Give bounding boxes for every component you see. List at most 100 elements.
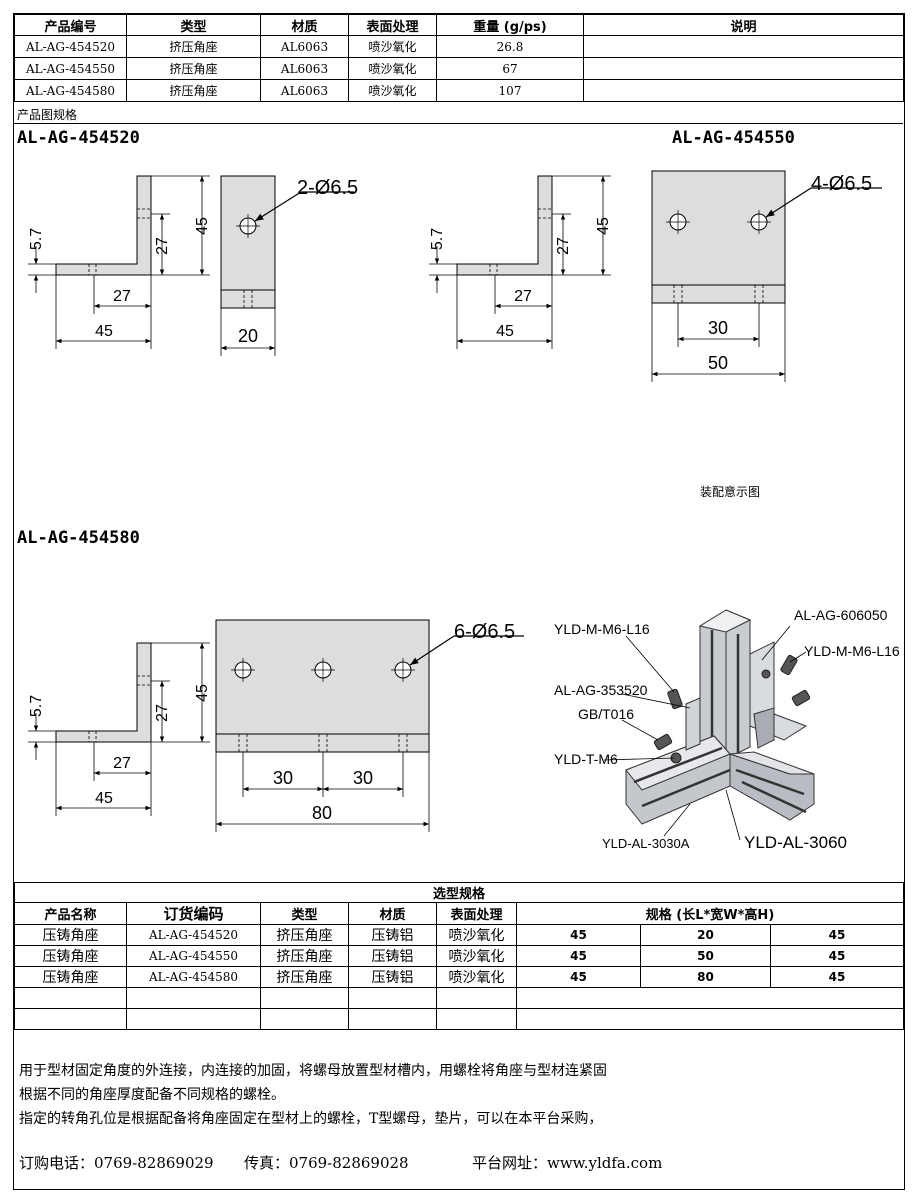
dim-thickness: 5.7 — [429, 228, 446, 250]
drawing-title-454550: AL-AG-454550 — [672, 128, 795, 148]
cell-length: 45 — [516, 966, 641, 988]
dimension-lines — [28, 642, 210, 816]
label-tnut: YLD-T-M6 — [554, 751, 618, 767]
cell-code: AL-AG-454580 — [126, 966, 261, 988]
dim-hole-spacing: 30 — [708, 318, 728, 338]
cell-description — [583, 79, 904, 102]
dim-hole-height: 27 — [154, 237, 171, 255]
dim-height: 45 — [194, 217, 211, 235]
header-type: 类型 — [260, 902, 349, 925]
header-weight: 重量 (g/ps) — [436, 14, 584, 36]
table-row: 压铸角座 AL-AG-454580 挤压角座 压铸铝 喷沙氧化 45 80 45 — [14, 966, 905, 988]
cell-name: 压铸角座 — [14, 966, 127, 988]
dim-hole-spacing-1: 30 — [273, 768, 293, 788]
cell-surface: 喷沙氧化 — [348, 35, 437, 58]
label-bracket-top: AL-AG-606050 — [794, 607, 888, 623]
drawing-454520: 5.7 27 45 27 45 2-Ø6.5 — [28, 175, 358, 356]
table-row: AL-AG-454580 挤压角座 AL6063 喷沙氧化 107 — [14, 79, 904, 102]
label-profile-b: YLD-AL-3060 — [744, 833, 847, 852]
selection-table: 选型规格 产品名称 订货编码 类型 材质 表面处理 规格 (长L*宽W*高H) … — [13, 882, 905, 1030]
cell-material: 压铸铝 — [348, 966, 437, 988]
side-profile — [55, 175, 152, 276]
drawing-454550: 5.7 27 45 27 45 — [429, 170, 882, 382]
front-view: 6-Ø6.5 30 30 80 — [215, 619, 524, 832]
dim-hole-offset: 27 — [113, 288, 131, 305]
table-row-empty — [14, 1008, 905, 1030]
label-bolt-right: YLD-M-M6-L16 — [804, 643, 900, 659]
cell-surface: 喷沙氧化 — [436, 924, 517, 946]
dim-hole-offset: 27 — [113, 755, 131, 772]
note-purchase: 指定的转角孔位是根据配备将角座固定在型材上的螺栓，T型螺母，垫片，可以在本平台采… — [19, 1111, 603, 1127]
assembly-caption: 装配意示图 — [700, 484, 760, 499]
header-material: 材质 — [348, 902, 437, 925]
cell-weight: 107 — [436, 79, 584, 102]
cell-width: 80 — [640, 966, 771, 988]
dim-width: 80 — [312, 803, 332, 823]
cell-height: 45 — [769, 966, 905, 988]
cell-length: 45 — [516, 945, 641, 967]
contact-fax: 传真：0769-82869028 — [244, 1154, 409, 1172]
spec-sheet: 产品编号 类型 材质 表面处理 重量 (g/ps) 说明 AL-AG-45452… — [13, 13, 905, 1190]
cell-surface: 喷沙氧化 — [348, 79, 437, 102]
dim-hole-spacing-2: 30 — [353, 768, 373, 788]
cell-width: 20 — [640, 924, 771, 946]
cell-surface: 喷沙氧化 — [436, 966, 517, 988]
cell-length: 45 — [516, 924, 641, 946]
dim-width: 20 — [238, 326, 258, 346]
cell-name: 压铸角座 — [14, 924, 127, 946]
dim-thickness: 5.7 — [28, 228, 45, 250]
aluminium-profiles — [625, 609, 815, 825]
dim-hole-height: 27 — [555, 237, 572, 255]
cell-surface: 喷沙氧化 — [436, 945, 517, 967]
front-view: 4-Ø6.5 30 50 — [651, 170, 882, 382]
front-view: 2-Ø6.5 20 — [220, 175, 358, 356]
dim-length: 45 — [95, 790, 113, 807]
cell-name: 压铸角座 — [14, 945, 127, 967]
table-row: AL-AG-454520 挤压角座 AL6063 喷沙氧化 26.8 — [14, 35, 904, 58]
label-washer: GB/T016 — [578, 706, 634, 722]
table-row: AL-AG-454550 挤压角座 AL6063 喷沙氧化 67 — [14, 57, 904, 80]
cell-code: AL-AG-454520 — [126, 924, 261, 946]
header-order-code: 订货编码 — [126, 902, 261, 925]
dimension-lines — [429, 175, 611, 349]
hole-centerlines — [88, 208, 151, 275]
header-size: 规格 (长L*宽W*高H) — [515, 902, 905, 925]
cell-material: 压铸铝 — [348, 924, 437, 946]
label-bolt-left: YLD-M-M6-L16 — [554, 621, 650, 637]
table-row: 压铸角座 AL-AG-454520 挤压角座 压铸铝 喷沙氧化 45 20 45 — [14, 924, 905, 946]
contact-website: 平台网址：www.yldfa.com — [472, 1154, 663, 1172]
spec-table-header: 产品编号 类型 材质 表面处理 重量 (g/ps) 说明 — [14, 14, 904, 36]
cell-material: 压铸铝 — [348, 945, 437, 967]
cell-type: 挤压角座 — [260, 966, 349, 988]
dim-thickness: 5.7 — [28, 695, 45, 717]
selection-header: 产品名称 订货编码 类型 材质 表面处理 规格 (长L*宽W*高H) — [14, 902, 905, 925]
dimension-lines — [28, 175, 210, 349]
cell-code: AL-AG-454550 — [126, 945, 261, 967]
cell-surface: 喷沙氧化 — [348, 57, 437, 80]
drawing-section-label: 产品图规格 — [17, 108, 78, 122]
cell-height: 45 — [769, 924, 905, 946]
cell-type: 挤压角座 — [126, 79, 261, 102]
table-row: 压铸角座 AL-AG-454550 挤压角座 压铸铝 喷沙氧化 45 50 45 — [14, 945, 905, 967]
cell-code: AL-AG-454580 — [14, 79, 127, 102]
drawing-454580: 5.7 27 45 27 45 — [28, 619, 524, 832]
spec-table: 产品编号 类型 材质 表面处理 重量 (g/ps) 说明 AL-AG-45452… — [14, 14, 904, 102]
cell-width: 50 — [640, 945, 771, 967]
hole-callout: 4-Ø6.5 — [811, 173, 872, 195]
technical-drawings: 5.7 27 45 27 45 2-Ø6.5 — [28, 170, 900, 852]
hole-callout: 6-Ø6.5 — [454, 621, 515, 643]
side-profile — [456, 175, 553, 276]
drawing-title-454580: AL-AG-454580 — [17, 528, 140, 548]
leader-lines — [603, 625, 807, 841]
cell-code: AL-AG-454550 — [14, 57, 127, 80]
hole-callout: 2-Ø6.5 — [297, 177, 358, 199]
label-bracket-left: AL-AG-353520 — [554, 682, 648, 698]
dim-hole-offset: 27 — [514, 288, 532, 305]
dim-length: 45 — [95, 323, 113, 340]
cell-height: 45 — [769, 945, 905, 967]
brackets — [685, 641, 808, 751]
dim-width: 50 — [708, 353, 728, 373]
dim-length: 45 — [496, 323, 514, 340]
dim-height: 45 — [595, 217, 612, 235]
selection-title: 选型规格 — [13, 882, 905, 903]
